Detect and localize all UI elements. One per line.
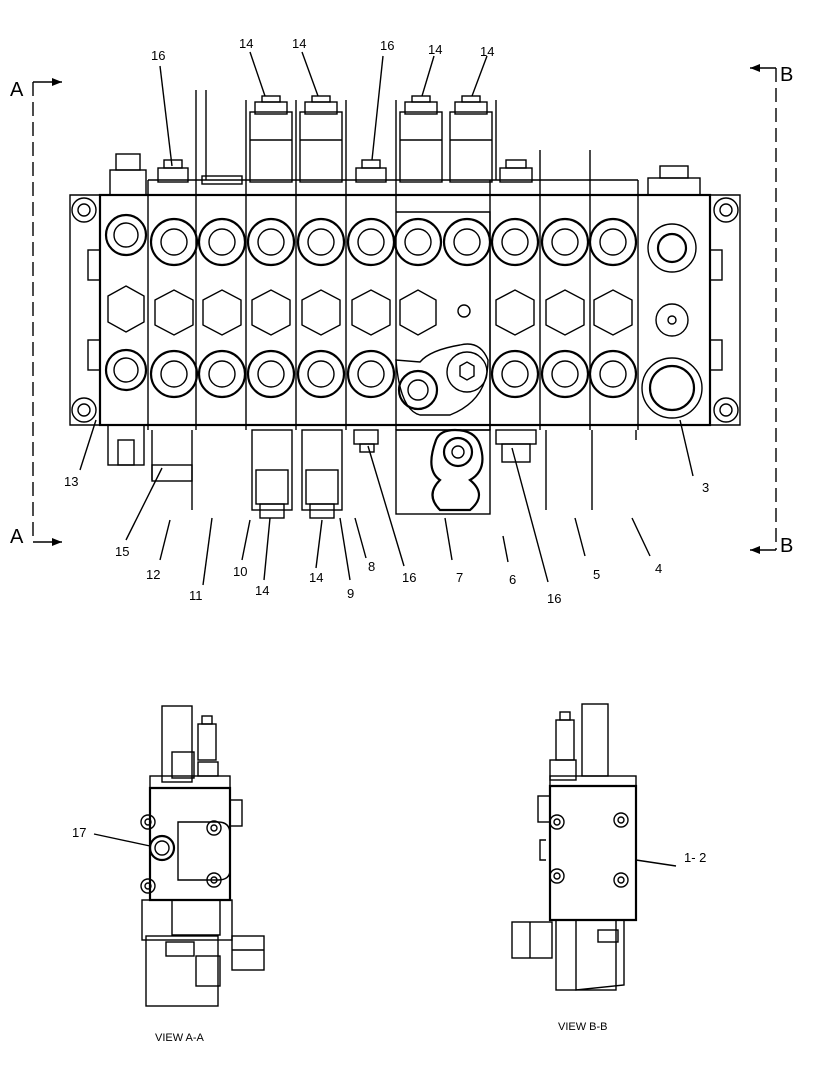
leader-lines (79, 51, 694, 586)
callout-5: 5 (593, 567, 600, 582)
main-valve-body (69, 153, 741, 515)
callout-15: 15 (115, 544, 129, 559)
callout-16: 16 (402, 570, 416, 585)
callout-8: 8 (368, 559, 375, 574)
callout-4: 4 (655, 561, 662, 576)
port-row-top (104, 213, 697, 273)
bottom-fittings (107, 424, 637, 519)
callout-3: 3 (702, 480, 709, 495)
callout-11: 11 (189, 588, 203, 603)
callout-14: 14 (239, 36, 253, 51)
callout-14: 14 (292, 36, 306, 51)
callout-6: 6 (509, 572, 516, 587)
callout-17: 17 (72, 825, 86, 840)
view-a-a-caption: VIEW A-A (155, 1032, 205, 1044)
callout-12: 12 (146, 567, 160, 582)
hex-plug-row (107, 285, 689, 337)
callout-14: 14 (309, 570, 323, 585)
callout-10: 10 (233, 564, 247, 579)
callout-7: 7 (456, 570, 463, 585)
view-b-b-caption: VIEW B-B (558, 1021, 608, 1033)
section-label-b-top: B (780, 64, 793, 86)
top-fittings (157, 90, 591, 185)
callout-16: 16 (151, 48, 165, 63)
callout-13: 13 (64, 474, 78, 489)
section-line-b (750, 64, 777, 554)
callout-16: 16 (380, 38, 394, 53)
section-label-b-bottom: B (780, 535, 793, 557)
view-b-b-drawing: 1- 2 (511, 703, 706, 991)
callout-14: 14 (428, 42, 442, 57)
callout-9: 9 (347, 586, 354, 601)
callout-14: 14 (480, 44, 494, 59)
section-line-a (32, 78, 62, 546)
callout-14: 14 (255, 583, 269, 598)
port-row-bottom (104, 343, 703, 419)
callout-1-2: 1- 2 (684, 850, 706, 865)
callouts: 16 14 14 16 14 14 13 3 15 12 11 10 14 14… (64, 36, 709, 606)
view-a-a-drawing: 17 (72, 705, 265, 1007)
section-label-a-bottom: A (10, 526, 24, 548)
section-label-a-top: A (10, 79, 24, 101)
callout-16: 16 (547, 591, 561, 606)
